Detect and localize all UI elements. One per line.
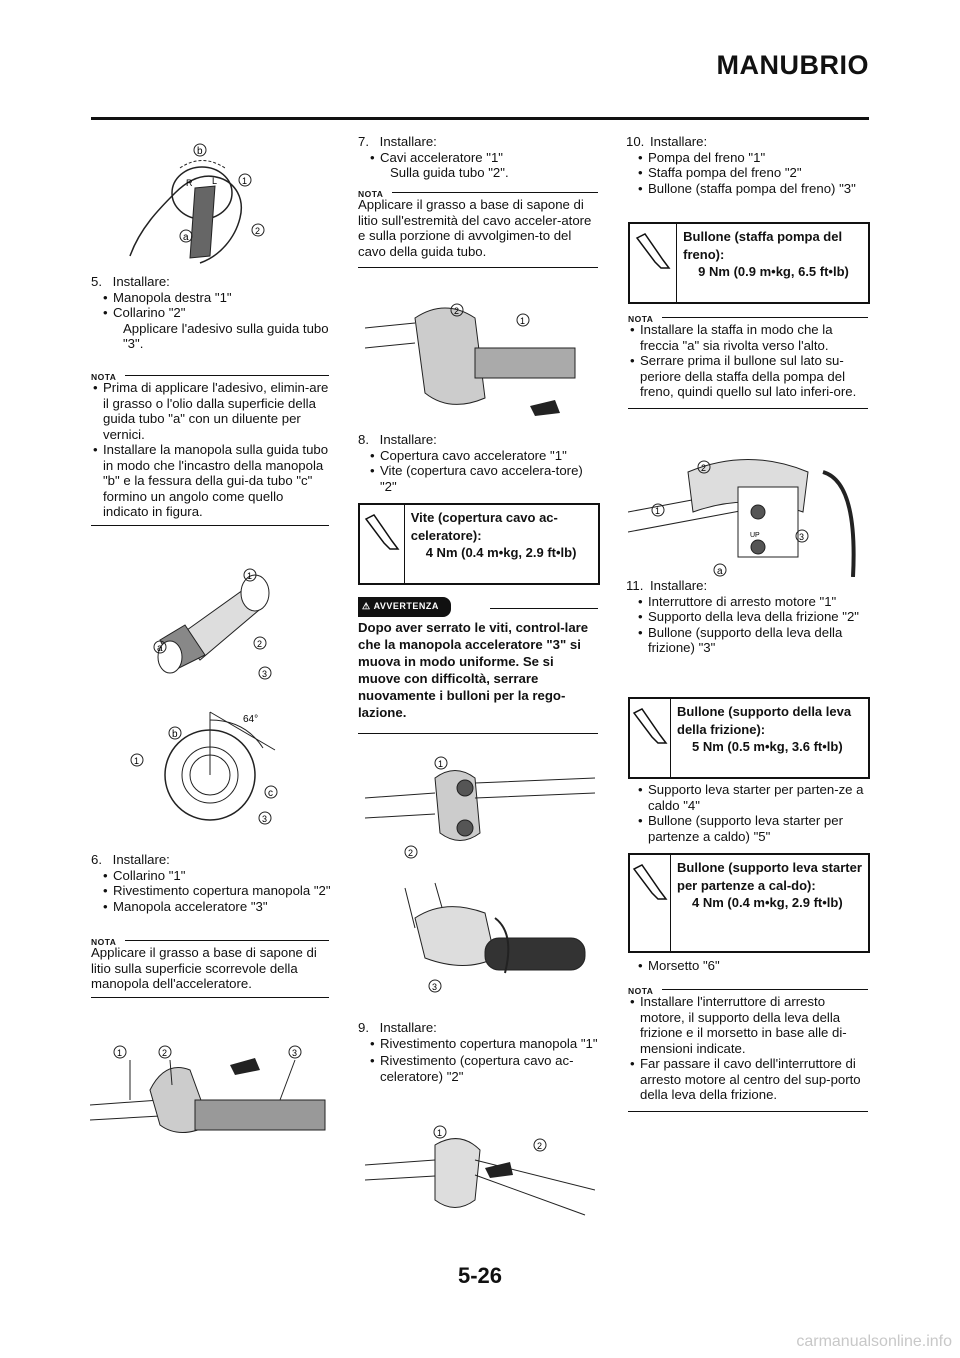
svg-text:2: 2: [408, 848, 413, 858]
list-item: Manopola destra "1": [91, 290, 331, 306]
svg-text:1: 1: [438, 759, 443, 769]
list-item: Collarino "2": [91, 305, 331, 321]
figure-grip-collar: 1 a 2 3: [153, 568, 272, 680]
items-c: Morsetto "6": [626, 958, 868, 974]
svg-text:b: b: [197, 146, 203, 157]
step-6: 6. Installare: Collarino "1" Rivestiment…: [91, 852, 331, 914]
wrench-icon: [632, 864, 668, 900]
list-item: Rivestimento copertura manopola "2": [91, 883, 331, 899]
warning-box: ⚠ AVVERTENZA Dopo aver serrato le viti, …: [358, 597, 598, 734]
list-item: Supporto della leva della frizione "2": [626, 609, 868, 625]
footer-watermark: carmanualsonline.info: [796, 1333, 952, 1350]
list-item: Collarino "1": [91, 868, 331, 884]
list-item: Supporto leva starter per parten-ze a ca…: [626, 782, 868, 813]
list-item: Copertura cavo acceleratore "1": [358, 448, 598, 464]
wrench-icon: [364, 514, 400, 550]
nota-4: NOTA Installare la staffa in modo che la…: [628, 312, 868, 409]
nota-5: NOTA Installare l'interruttore di arrest…: [628, 984, 868, 1112]
svg-text:3: 3: [262, 814, 267, 824]
wrench-icon: [635, 233, 671, 269]
step-9: 9. Installare: Rivestimento copertura ma…: [358, 1020, 600, 1084]
torque-box-4: Bullone (supporto leva starter per parte…: [628, 853, 870, 953]
svg-text:3: 3: [292, 1048, 297, 1058]
list-item: Bullone (supporto della leva della frizi…: [626, 625, 868, 656]
list-item: Cavi acceleratore "1": [358, 150, 598, 166]
header-rule: [91, 117, 869, 120]
figure-throttle-grip: 1 2 3: [90, 1045, 326, 1133]
svg-text:3: 3: [262, 669, 267, 679]
nota-1: NOTA Prima di applicare l'adesivo, elimi…: [91, 370, 329, 526]
svg-text:2: 2: [255, 226, 260, 236]
step-11: 11.Installare: Interruttore di arresto m…: [626, 578, 868, 656]
list-item: Staffa pompa del freno "2": [626, 165, 868, 181]
step-7: 7. Installare: Cavi acceleratore "1" Sul…: [358, 134, 598, 181]
list-item: Rivestimento copertura manopola "1": [358, 1036, 600, 1052]
svg-text:1: 1: [520, 316, 525, 326]
svg-text:R: R: [186, 178, 193, 188]
svg-text:3: 3: [432, 982, 437, 992]
list-item: Installare la staffa in modo che la frec…: [628, 322, 868, 353]
torque-box-3: Bullone (supporto della leva della frizi…: [628, 697, 870, 779]
svg-text:a: a: [157, 643, 163, 654]
figure-grip-cover: 1 2: [365, 1125, 595, 1216]
warning-triangle-icon: ⚠: [362, 601, 371, 611]
list-item: Vite (copertura cavo accelera-tore) "2": [358, 463, 598, 494]
svg-text:a: a: [717, 566, 723, 577]
figure-throttle-check: 3: [404, 882, 586, 993]
svg-text:b: b: [172, 729, 178, 740]
list-item: Bullone (staffa pompa del freno) "3": [626, 181, 868, 197]
svg-text:1: 1: [655, 506, 660, 516]
list-item: Bullone (supporto leva starter per parte…: [626, 813, 868, 844]
page-title: MANUBRIO: [716, 50, 869, 80]
items-b: Supporto leva starter per parten-ze a ca…: [626, 782, 868, 844]
step-10: 10.Installare: Pompa del freno "1" Staff…: [626, 134, 868, 196]
figure-throttle-cable: 2 1: [365, 303, 576, 416]
svg-text:1: 1: [247, 571, 252, 581]
list-item: Manopola acceleratore "3": [91, 899, 331, 915]
svg-text:L: L: [212, 176, 217, 186]
svg-text:2: 2: [537, 1141, 542, 1151]
angle-label: 64°: [243, 714, 258, 725]
figure-cable-cover: 1 2: [365, 756, 595, 859]
list-item: Rivestimento (copertura cavo ac-celerato…: [358, 1053, 600, 1084]
step-8: 8. Installare: Copertura cavo accelerato…: [358, 432, 598, 494]
step-5: 5. Installare: Manopola destra "1" Colla…: [91, 274, 331, 352]
figure-grip-hand: b 1 2 a R L: [129, 143, 265, 264]
svg-text:1: 1: [437, 1128, 442, 1138]
svg-text:3: 3: [799, 532, 804, 542]
list-item: Far passare il cavo dell'interruttore di…: [628, 1056, 868, 1103]
svg-text:1: 1: [134, 756, 139, 766]
figure-grip-angle: b 1 c 3 64°: [130, 711, 278, 825]
svg-text:c: c: [268, 788, 273, 799]
list-item: Installare l'interruttore di arresto mot…: [628, 994, 868, 1056]
list-item: Pompa del freno "1": [626, 150, 868, 166]
step-7-sub: Sulla guida tubo "2".: [390, 165, 509, 180]
nota-3: NOTA Applicare il grasso a base di sapon…: [358, 187, 598, 268]
list-item: Installare la manopola sulla guida tubo …: [91, 442, 329, 520]
svg-text:2: 2: [701, 463, 706, 473]
step-5-sub: Applicare l'adesivo sulla guida tubo "3"…: [123, 320, 329, 352]
svg-text:2: 2: [257, 639, 262, 649]
svg-text:UP: UP: [750, 532, 760, 539]
svg-text:2: 2: [162, 1048, 167, 1058]
list-item: Interruttore di arresto motore "1": [626, 594, 868, 610]
figure-brake-pump: UP 2 1 3 a: [628, 459, 856, 577]
nota-2: NOTA Applicare il grasso a base di sapon…: [91, 935, 329, 998]
svg-text:1: 1: [242, 176, 247, 186]
svg-text:1: 1: [117, 1048, 122, 1058]
list-item: Prima di applicare l'adesivo, elimin-are…: [91, 380, 329, 442]
torque-box-2: Bullone (staffa pompa del freno):9 Nm (0…: [628, 222, 870, 304]
page-number: 5-26: [457, 1263, 503, 1288]
wrench-icon: [632, 708, 668, 744]
svg-text:a: a: [183, 232, 189, 243]
list-item: Morsetto "6": [626, 958, 868, 974]
svg-text:2: 2: [454, 306, 459, 316]
list-item: Serrare prima il bullone sul lato su-per…: [628, 353, 868, 400]
torque-box-1: Vite (copertura cavo ac-celeratore):4 Nm…: [358, 503, 600, 585]
